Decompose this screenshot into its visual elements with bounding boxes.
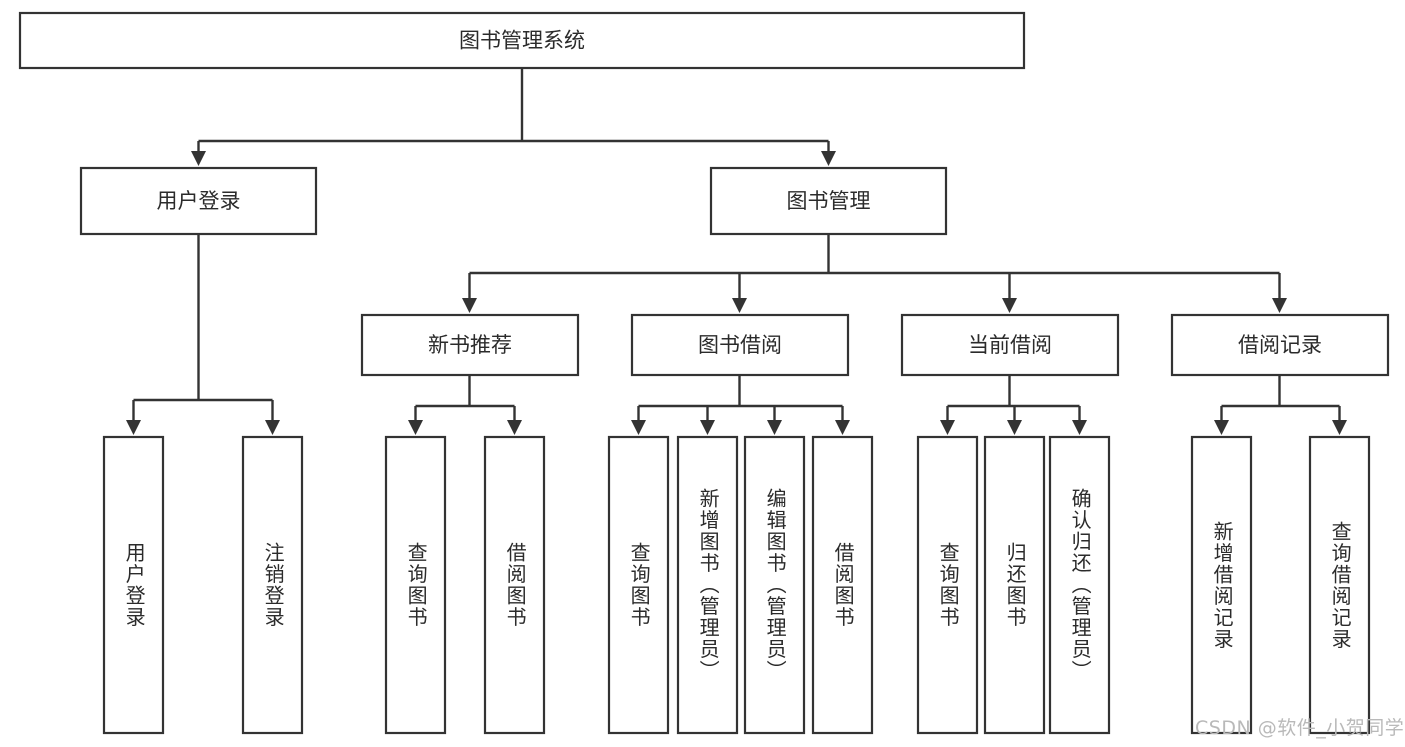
node-level2-label-book-management: 图书管理 <box>787 189 871 213</box>
arrow-leaf-logout-login-icon <box>265 420 280 435</box>
arrow-borrow-record-icon <box>1272 298 1287 313</box>
node-level3-label-current-borrow: 当前借阅 <box>968 333 1052 357</box>
node-leaf-leaf-add-borrow-record[interactable] <box>1190 435 1253 735</box>
node-level3-label-book-borrow: 图书借阅 <box>698 333 782 357</box>
node-level2-book-management[interactable] <box>709 166 948 236</box>
node-level2-label-user-login: 用户登录 <box>157 189 241 213</box>
arrow-leaf-user-login-icon <box>126 420 141 435</box>
arrow-leaf-query-book-2-icon <box>631 420 646 435</box>
arrowhead-layer <box>126 151 1347 435</box>
node-leaf-leaf-user-login[interactable] <box>102 435 165 735</box>
node-leaf-leaf-borrow-book-2[interactable] <box>811 435 874 735</box>
arrow-leaf-borrow-book-2-icon <box>835 420 850 435</box>
csdn-watermark: CSDN @软件_小贺同学 <box>1195 717 1405 739</box>
node-leaf-leaf-query-borrow-record[interactable] <box>1308 435 1371 735</box>
arrow-leaf-add-borrow-record-icon <box>1214 420 1229 435</box>
node-level2-user-login[interactable] <box>79 166 318 236</box>
node-root-root[interactable] <box>18 11 1026 70</box>
node-leaf-leaf-confirm-return[interactable] <box>1048 435 1111 735</box>
node-leaf-leaf-add-book[interactable] <box>676 435 739 735</box>
arrow-book-borrow-icon <box>732 298 747 313</box>
arrow-leaf-return-book-icon <box>1007 420 1022 435</box>
arrow-new-book-recommend-icon <box>462 298 477 313</box>
node-leaf-leaf-logout-login[interactable] <box>241 435 304 735</box>
node-leaf-leaf-query-book-3[interactable] <box>916 435 979 735</box>
arrow-leaf-edit-book-icon <box>767 420 782 435</box>
node-level3-current-borrow[interactable] <box>900 313 1120 377</box>
node-level3-label-borrow-record: 借阅记录 <box>1238 333 1322 357</box>
node-level3-new-book-recommend[interactable] <box>360 313 580 377</box>
node-level3-label-new-book-recommend: 新书推荐 <box>428 333 512 357</box>
arrow-current-borrow-icon <box>1002 298 1017 313</box>
arrow-leaf-borrow-book-1-icon <box>507 420 522 435</box>
node-level3-book-borrow[interactable] <box>630 313 850 377</box>
arrow-leaf-add-book-icon <box>700 420 715 435</box>
arrow-leaf-confirm-return-icon <box>1072 420 1087 435</box>
node-leaf-leaf-query-book-1[interactable] <box>384 435 447 735</box>
node-leaf-leaf-edit-book[interactable] <box>743 435 806 735</box>
arrow-leaf-query-book-1-icon <box>408 420 423 435</box>
arrow-leaf-query-book-3-icon <box>940 420 955 435</box>
node-level3-borrow-record[interactable] <box>1170 313 1390 377</box>
node-root-label-root: 图书管理系统 <box>459 29 585 53</box>
node-leaf-leaf-borrow-book-1[interactable] <box>483 435 546 735</box>
arrow-user-login-icon <box>191 151 206 166</box>
node-leaf-leaf-query-book-2[interactable] <box>607 435 670 735</box>
node-leaf-leaf-return-book[interactable] <box>983 435 1046 735</box>
arrow-book-management-icon <box>821 151 836 166</box>
arrow-leaf-query-borrow-record-icon <box>1332 420 1347 435</box>
